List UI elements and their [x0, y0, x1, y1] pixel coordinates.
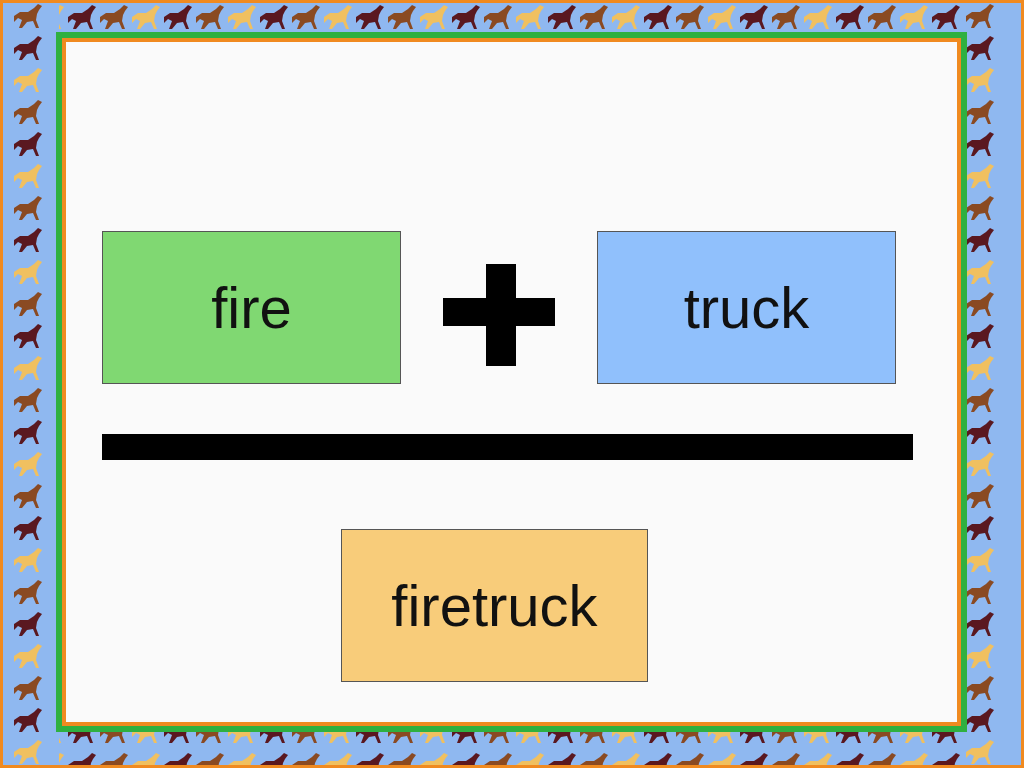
- plus-sign: [486, 264, 516, 366]
- word-text: firetruck: [391, 574, 597, 638]
- word-box: fire: [102, 231, 401, 384]
- word-text: truck: [684, 276, 810, 340]
- word-box: truck: [597, 231, 896, 384]
- compound-word-box: firetruck: [341, 529, 648, 682]
- word-text: fire: [211, 276, 292, 340]
- sum-line: [102, 434, 913, 460]
